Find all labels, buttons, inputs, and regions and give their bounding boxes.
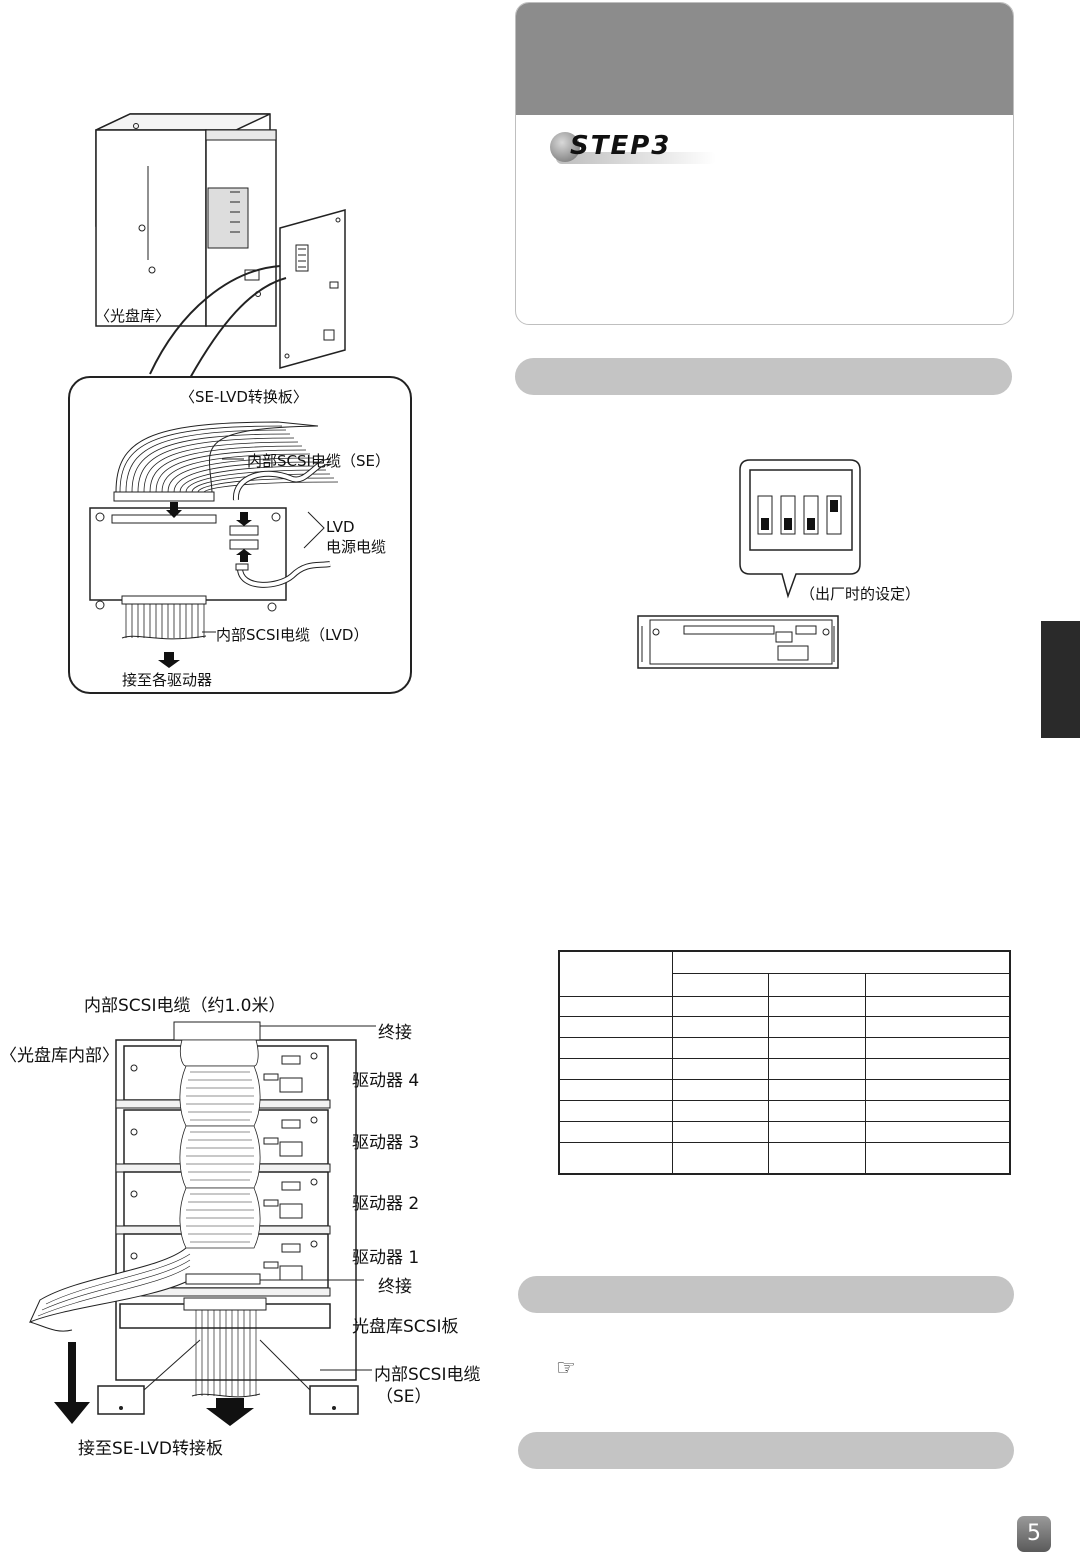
settings-table bbox=[558, 950, 1011, 1175]
table-row bbox=[558, 1058, 1011, 1081]
dip-switch-knob-1 bbox=[761, 518, 769, 530]
chapter-side-tab bbox=[1041, 621, 1080, 738]
section-heading-bar-1 bbox=[515, 358, 1012, 395]
table-row bbox=[558, 1037, 1011, 1060]
library-label: 〈光盘库〉 bbox=[95, 307, 171, 325]
drive-rack-illustration bbox=[29, 1021, 376, 1426]
section-heading-bar-3 bbox=[518, 1432, 1014, 1469]
dip-switch-knob-4 bbox=[830, 500, 838, 512]
drive-2-label: 驱动器 2 bbox=[352, 1194, 420, 1214]
library-scsi-board-label: 光盘库SCSI板 bbox=[352, 1317, 459, 1337]
note-pointer-icon: ☞ bbox=[556, 1356, 576, 1381]
library-unit-illustration bbox=[95, 113, 346, 379]
table-row bbox=[558, 1079, 1011, 1102]
converter-board-label: 〈SE-LVD转换板〉 bbox=[180, 388, 308, 406]
se-cable-label: 内部SCSI电缆（SE） bbox=[247, 452, 390, 470]
step-card: STEP3 bbox=[515, 2, 1014, 325]
table-subheader-row bbox=[559, 972, 1011, 997]
library-inside-label: 〈光盘库内部〉 bbox=[0, 1046, 119, 1066]
se-cable-label-line1: 内部SCSI电缆 bbox=[374, 1365, 481, 1385]
step-label: STEP3 bbox=[570, 131, 672, 161]
table-row bbox=[558, 1016, 1011, 1039]
converter-board-wiring bbox=[89, 421, 339, 668]
to-converter-label: 接至SE-LVD转接板 bbox=[78, 1439, 223, 1459]
se-leader-line bbox=[222, 458, 244, 460]
rack-cable-label: 内部SCSI电缆（约1.0米） bbox=[84, 996, 286, 1016]
drive-4-label: 驱动器 4 bbox=[352, 1071, 420, 1091]
step-badge-shadow bbox=[556, 152, 716, 164]
table-header-cell bbox=[672, 950, 1011, 974]
step-bullet-icon bbox=[550, 132, 580, 162]
table-row bbox=[558, 995, 1011, 1018]
terminator-top-label: 终接 bbox=[378, 1023, 412, 1043]
power-cable-label: 电源电缆 bbox=[326, 538, 387, 556]
table-row bbox=[558, 1121, 1011, 1144]
table-header-cell bbox=[671, 972, 770, 997]
table-header-cell bbox=[864, 972, 1011, 997]
dip-switch-knob-2 bbox=[784, 518, 792, 530]
drive-1-label: 驱动器 1 bbox=[352, 1248, 420, 1268]
dip-switch-diagram bbox=[637, 459, 861, 669]
drive-3-label: 驱动器 3 bbox=[352, 1133, 420, 1153]
table-row bbox=[558, 1142, 1011, 1175]
lvd-leader-line bbox=[202, 631, 216, 633]
se-cable-label-line2: （SE） bbox=[376, 1387, 432, 1407]
table-row bbox=[558, 1100, 1011, 1123]
dip-switch-bank bbox=[757, 495, 842, 535]
table-header-cell bbox=[558, 950, 673, 997]
section-heading-bar-2 bbox=[518, 1276, 1014, 1313]
step-header-band bbox=[516, 3, 1013, 115]
table-header-row bbox=[558, 950, 1011, 997]
to-drives-label: 接至各驱动器 bbox=[122, 671, 213, 689]
dip-switch-knob-3 bbox=[807, 518, 815, 530]
lvd-label: LVD bbox=[326, 518, 355, 536]
table-header-cell bbox=[768, 972, 866, 997]
page-number: 5 bbox=[1017, 1516, 1051, 1552]
terminator-bottom-label: 终接 bbox=[378, 1277, 412, 1297]
factory-setting-label: （出厂时的设定） bbox=[800, 585, 921, 603]
lvd-cable-label: 内部SCSI电缆（LVD） bbox=[216, 626, 369, 644]
